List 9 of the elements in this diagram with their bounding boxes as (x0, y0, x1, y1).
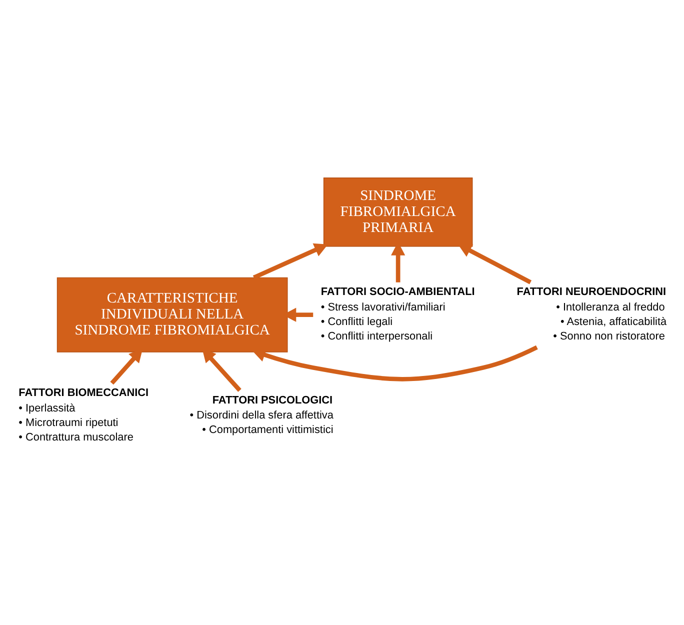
node-box: SINDROME FIBROMIALGICA PRIMARIA (323, 177, 473, 246)
arrow (252, 344, 538, 381)
node-text: FATTORI SOCIO-AMBIENTALI • Stress lavorativi/familiari • Conflitti legali • Conflitti interpersonali (320, 286, 475, 342)
node-box: CARATTERISTICHE INDIVIDUALI NELLA SINDROME FIBROMIALGICA (56, 276, 288, 352)
node-text: FATTORI BIOMECCANICI • Iperlassità • Microtraumi ripetuti • Contrattura muscolare (18, 386, 149, 443)
node-text: FATTORI PSICOLOGICI • Disordini della sfera affettiva • Comportamenti vittimistici (190, 394, 334, 436)
node-text: FATTORI NEUROENDOCRINI • Intolleranza al freddo • Astenia, affaticabilità • Sonno non ristoratore (516, 286, 667, 342)
arrow (252, 242, 328, 280)
arrow (458, 244, 532, 284)
